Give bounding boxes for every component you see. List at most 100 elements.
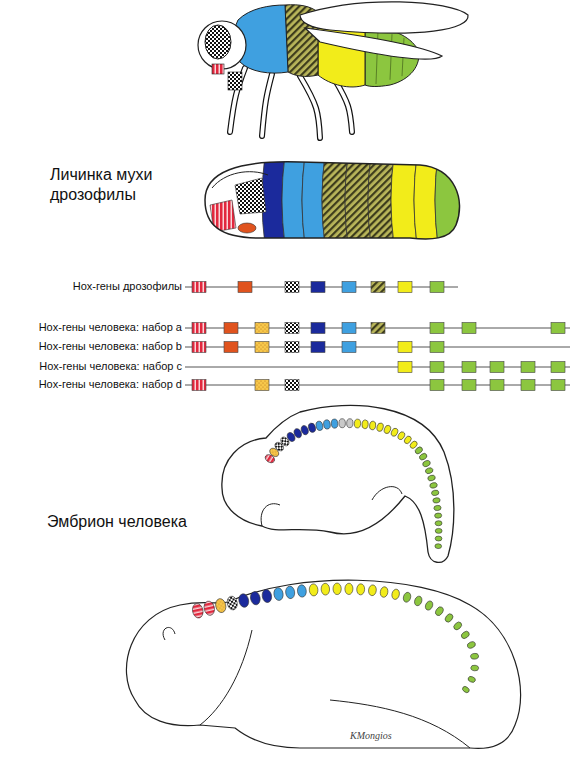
vertebra (413, 595, 423, 607)
text-label: Hox-гены человека: набор d (0, 378, 182, 392)
fly-leg (300, 76, 320, 138)
embryo-outline (222, 405, 454, 562)
gene-box (490, 362, 504, 373)
gene-box (430, 380, 444, 391)
vertebra (323, 419, 331, 429)
vertebra (347, 419, 354, 428)
gene-box (521, 362, 535, 373)
text-label: Hox-гены человека: набор c (0, 360, 182, 374)
gene-box (551, 380, 565, 391)
vertebra (434, 605, 445, 616)
vertebra (422, 460, 431, 468)
larva-segment (368, 155, 394, 245)
fly-wing (300, 2, 468, 33)
gene-box (490, 380, 504, 391)
vertebra (429, 482, 438, 489)
gene-box (285, 323, 299, 334)
gene-box (192, 342, 206, 353)
gene-box (311, 282, 325, 293)
gene-box (551, 362, 565, 373)
gene-box (430, 362, 444, 373)
larva-segment (262, 155, 285, 245)
gene-box (342, 323, 356, 334)
spine-guide (192, 589, 475, 694)
vertebra (402, 591, 412, 603)
fly-leg (335, 80, 352, 132)
larva-segment (345, 155, 371, 245)
vertebra (467, 675, 476, 683)
gene-box (192, 380, 206, 391)
vertebra (425, 467, 434, 475)
vertebra (226, 595, 239, 611)
gene-box (192, 282, 206, 293)
chromosome-line (185, 347, 570, 348)
vertebra (261, 589, 272, 603)
vertebra (368, 584, 377, 596)
vertebra (339, 419, 346, 428)
spine-guide (268, 423, 439, 550)
vertebra (285, 586, 296, 600)
text-label: Личинка мухи дрозофилы (50, 165, 200, 205)
vertebra (379, 586, 388, 598)
arm-line (200, 630, 252, 725)
embryo-face (261, 504, 280, 526)
vertebra (427, 474, 436, 481)
fly-leg (300, 76, 320, 138)
gene-box (285, 380, 299, 391)
larva-segment (302, 155, 325, 245)
gene-box (430, 323, 444, 334)
vertebra (191, 603, 204, 619)
gene-row (185, 362, 570, 373)
embryo-limb (372, 487, 402, 500)
vertebra (460, 630, 470, 640)
text-label: Hox-гены человека: набор a (0, 321, 182, 335)
gene-box (430, 342, 444, 353)
gene-box (224, 342, 238, 353)
vertebra (376, 422, 384, 432)
fly-leg (262, 74, 272, 136)
vertebra (361, 420, 368, 429)
vertebra (434, 505, 442, 511)
vertebra (444, 612, 455, 623)
vertebra (300, 424, 310, 435)
gene-box (311, 342, 325, 353)
gene-box (462, 380, 476, 391)
vertebra (315, 421, 323, 432)
gene-row (185, 323, 570, 334)
vertebra (391, 588, 400, 600)
gene-box (551, 323, 565, 334)
vertebra (203, 600, 216, 616)
fly-eye (205, 25, 231, 59)
vertebra (249, 591, 261, 606)
vertebra (238, 593, 250, 608)
larva (200, 155, 470, 245)
ear (163, 627, 175, 640)
gene-box (311, 323, 325, 334)
gene-box (285, 342, 299, 353)
larva-head-part (235, 178, 266, 214)
gene-box (238, 282, 252, 293)
vertebra (321, 583, 330, 595)
vertebra (418, 452, 428, 461)
vertebra (309, 584, 319, 597)
vertebra (461, 685, 470, 694)
gene-row (185, 342, 570, 353)
gene-box (371, 323, 385, 334)
fly-head (198, 21, 246, 69)
vertebra (214, 598, 227, 614)
gene-box (398, 342, 412, 353)
vertebra (345, 583, 353, 594)
vertebra (383, 424, 391, 434)
vertebra (369, 421, 377, 431)
vertebra (452, 621, 463, 632)
gene-box (462, 323, 476, 334)
vertebra (470, 653, 479, 660)
text-label: Hox-гены дрозофилы (0, 280, 182, 294)
gene-box (398, 282, 412, 293)
text-label: Hox-гены человека: набор b (0, 340, 182, 354)
gene-box (255, 342, 269, 353)
larva-head-part (238, 223, 256, 233)
gene-box (224, 323, 238, 334)
vertebra (435, 544, 442, 549)
gene-rows (185, 282, 570, 391)
